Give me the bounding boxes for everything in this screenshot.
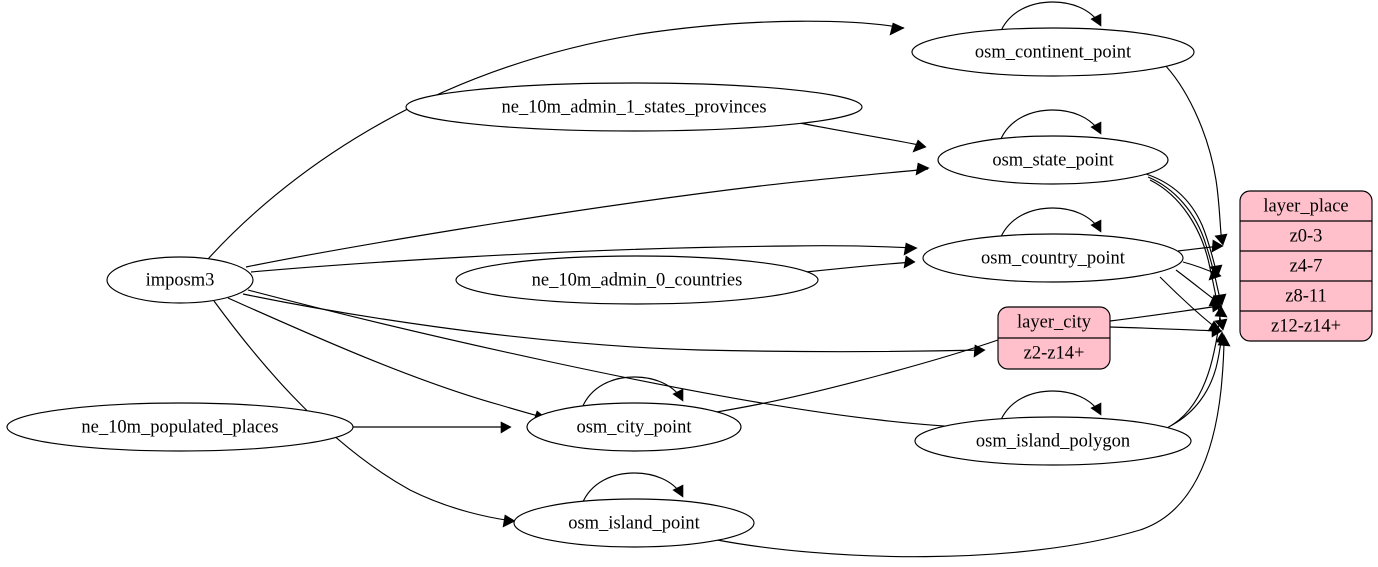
node-imposm3[interactable]: imposm3 [106,256,254,304]
node-osm-state-point-label: osm_state_point [992,150,1114,170]
node-osm-island-polygon-label: osm_island_polygon [976,431,1130,451]
node-osm-continent-point-label: osm_continent_point [975,42,1132,62]
node-osm-country-point[interactable]: osm_country_point [922,233,1184,283]
self-loop-osm-continent-point [999,1,1102,34]
record-node-layer-city[interactable]: layer_city z2-z14+ [997,306,1111,370]
record-row-layer-place-z8-11[interactable]: z8-11 [1285,286,1326,306]
node-ne-10m-admin-0-countries[interactable]: ne_10m_admin_0_countries [455,255,819,305]
edge-layer-city-to-layer-place-z12-z14 [1109,324,1223,338]
node-ne-states-label: ne_10m_admin_1_states_provinces [501,97,766,117]
edge-ne-countries-to-osm-country-point [805,255,916,273]
node-osm-city-point-label: osm_city_point [576,417,692,437]
record-row-layer-place-z12-z14[interactable]: z12-z14+ [1271,316,1341,336]
node-ne-populated-label: ne_10m_populated_places [81,417,278,437]
record-row-layer-city-header: layer_city [1017,312,1092,332]
node-osm-island-point-label: osm_island_point [568,513,700,533]
node-imposm3-label: imposm3 [146,270,215,290]
edge-imposm3-to-osm-state-point [245,162,930,268]
edge-imposm3-to-osm-country-point [250,242,918,273]
record-row-layer-city-z2-z14[interactable]: z2-z14+ [1024,343,1085,363]
node-osm-continent-point[interactable]: osm_continent_point [911,27,1195,77]
node-osm-city-point[interactable]: osm_city_point [526,402,742,452]
node-osm-country-point-label: osm_country_point [981,248,1126,268]
node-ne-10m-populated-places[interactable]: ne_10m_populated_places [6,402,354,452]
edge-ne-populated-to-osm-city-point [353,421,512,434]
edge-imposm3-to-osm-island-point [213,300,516,528]
node-osm-state-point[interactable]: osm_state_point [937,135,1169,185]
edge-osm-island-point-to-layer-place-z12-z14 [711,334,1231,558]
record-row-layer-place-z0-3[interactable]: z0-3 [1290,226,1323,246]
self-loop-osm-state-point [999,109,1102,142]
self-loop-osm-island-polygon [999,390,1102,423]
edge-osm-country-point-to-layer-place-z4-7 [1182,261,1222,281]
edge-osm-country-point-to-layer-place-z0-3 [1177,239,1224,253]
node-ne-countries-label: ne_10m_admin_0_countries [532,270,743,290]
node-osm-island-point[interactable]: osm_island_point [513,498,755,548]
node-osm-island-polygon[interactable]: osm_island_polygon [914,416,1192,466]
record-row-layer-place-header: layer_place [1263,196,1348,216]
node-ne-10m-admin-1-states-provinces[interactable]: ne_10m_admin_1_states_provinces [405,82,863,132]
edge-osm-island-polygon-to-layer-place-z12-z14 [1171,331,1229,426]
edge-osm-island-polygon-to-layer-place-z8-11 [1166,305,1228,429]
edge-layer-city-to-layer-place-z8-11 [1109,299,1223,322]
edge-imposm3-to-osm-city-point [227,297,547,424]
edge-osm-continent-point-to-layer-place-z0-3 [1161,61,1228,246]
self-loop-osm-country-point [999,207,1102,240]
record-nodes-layer: layer_city z2-z14+ layer_place z0-3 z4-7… [997,190,1373,370]
record-row-layer-place-z4-7[interactable]: z4-7 [1290,256,1323,276]
self-loop-osm-city-point [581,376,684,409]
edge-ne-states-to-osm-state-point [799,122,927,153]
self-loop-osm-island-point [581,472,684,505]
edge-imposm3-to-layer-city [242,293,986,358]
record-node-layer-place[interactable]: layer_place z0-3 z4-7 z8-11 z12-z14+ [1239,190,1373,342]
edges-layer [207,1,1231,558]
nodes-layer: imposm3 ne_10m_admin_1_states_provinces … [6,27,1195,548]
edge-imposm3-to-osm-continent-point [207,20,905,260]
